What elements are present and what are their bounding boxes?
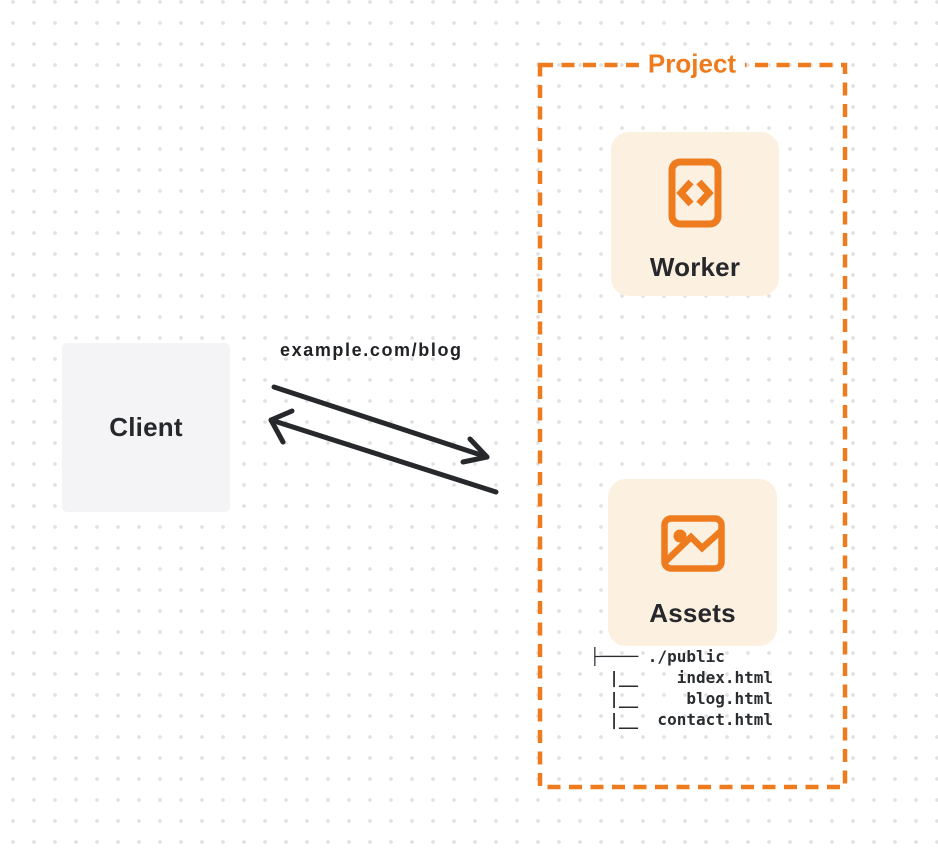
worker-card: Worker: [611, 132, 779, 296]
code-file-icon: [668, 158, 722, 228]
image-icon: [660, 515, 725, 572]
project-label: Project: [638, 48, 746, 80]
file-tree-line: |__ contact.html: [590, 710, 774, 729]
file-tree-line: ├──── ./public: [590, 647, 725, 666]
file-tree-line: |__ index.html: [590, 668, 774, 687]
assets-card: Assets: [608, 479, 777, 646]
request-url-label: example.com/blog: [280, 340, 463, 360]
file-tree: ├──── ./public |__ index.html |__ blog.h…: [590, 646, 773, 730]
file-tree-line: |__ blog.html: [590, 689, 774, 708]
response-arrow: [268, 408, 499, 495]
worker-label: Worker: [649, 252, 741, 282]
client-label: Client: [109, 412, 183, 442]
assets-label: Assets: [649, 598, 736, 628]
client-node: Client: [62, 343, 230, 512]
request-arrow: [271, 384, 490, 465]
